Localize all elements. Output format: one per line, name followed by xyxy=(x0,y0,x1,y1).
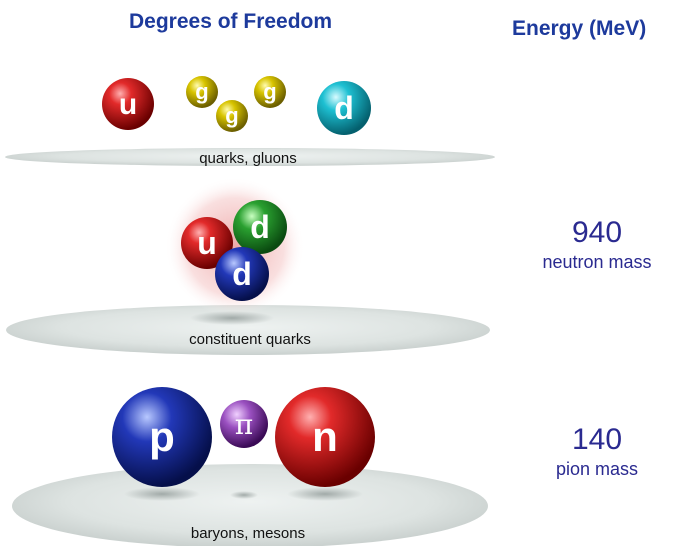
energy-heading: Energy (MeV) xyxy=(512,17,647,40)
gluon-ball: g xyxy=(216,100,248,132)
level-3-disc xyxy=(12,464,488,546)
down-quark-label: d xyxy=(334,90,354,126)
up-quark-label: u xyxy=(197,225,217,261)
down-quark-label: d xyxy=(232,256,252,292)
down-quark-ball: d xyxy=(317,81,371,135)
down-quark-ball: d xyxy=(215,247,269,301)
level-3-label: baryons, mesons xyxy=(191,525,305,542)
gluon-ball: g xyxy=(186,76,218,108)
neutron-ball-shadow xyxy=(287,487,363,501)
degrees-of-freedom-heading: Degrees of Freedom xyxy=(129,10,333,33)
down-quark-ball: d xyxy=(233,200,287,254)
level-3-particles: p π n xyxy=(112,387,375,487)
proton-shadow xyxy=(124,487,200,501)
pion-ball: π xyxy=(220,400,268,448)
pion-mass-label: pion mass xyxy=(555,459,639,479)
pion-mass-value: 140 xyxy=(571,423,623,456)
neutron-mass-label: neutron mass xyxy=(542,252,652,272)
level-1-particles: u g g g d xyxy=(102,76,371,135)
down-quark-label: d xyxy=(250,209,270,245)
neutron-label: n xyxy=(312,413,338,460)
level-1-label: quarks, gluons xyxy=(199,150,297,167)
proton-label: p xyxy=(149,413,175,460)
gluon-label: g xyxy=(195,79,208,104)
neutron-ball: n xyxy=(275,387,375,487)
pion-shadow xyxy=(230,491,258,499)
gluon-label: g xyxy=(263,79,276,104)
proton-ball: p xyxy=(112,387,212,487)
level-2-disc xyxy=(6,305,490,355)
neutron-mass-value: 940 xyxy=(571,216,623,249)
up-quark-label: u xyxy=(119,88,137,121)
level-1-disc xyxy=(5,148,495,166)
level-2-label: constituent quarks xyxy=(189,331,311,348)
gluon-ball: g xyxy=(254,76,286,108)
up-quark-ball: u xyxy=(102,78,154,130)
level-2-particles: u d d xyxy=(181,200,287,301)
gluon-label: g xyxy=(225,103,238,128)
pion-label: π xyxy=(235,408,253,441)
neutron-shadow xyxy=(190,311,274,325)
up-quark-ball: u xyxy=(181,217,233,269)
